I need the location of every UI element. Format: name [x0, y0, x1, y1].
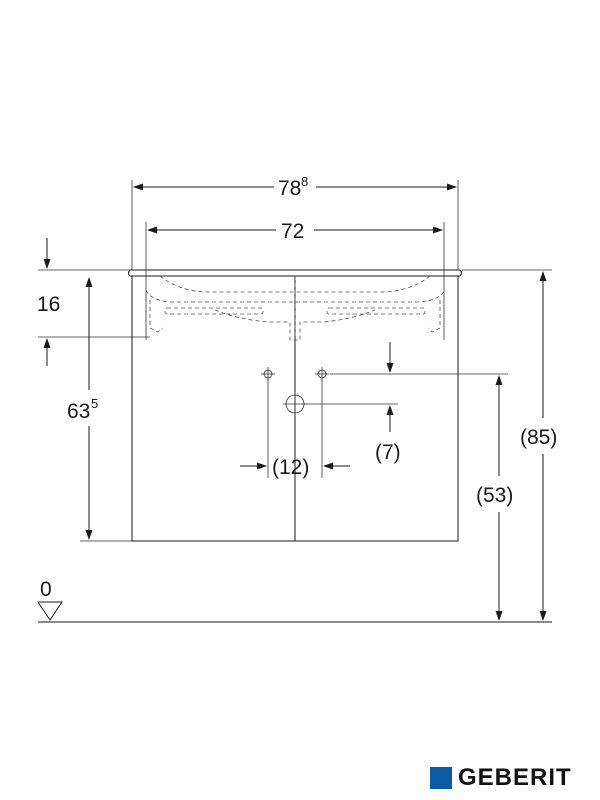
geberit-logo-text: GEBERIT [458, 764, 572, 791]
total-height-label: (85) [520, 426, 557, 449]
overall-width-sup: 8 [301, 174, 308, 189]
geberit-logo: GEBERIT [430, 764, 572, 791]
pipe-center-right-icon [315, 367, 329, 381]
countertop [128, 269, 462, 277]
drain-offset-label: (7) [375, 441, 401, 464]
floor-level-label: 0 [40, 578, 52, 601]
floor-level-marker [37, 601, 63, 621]
basin-width-label: 72 [281, 220, 304, 243]
overall-width-label: 78 [278, 177, 301, 200]
cabinet-height-sup: 5 [91, 396, 98, 411]
drain-height-label: (53) [476, 484, 513, 507]
drain-circle-icon [283, 392, 307, 416]
geberit-logo-square-icon [430, 767, 452, 789]
top-thickness-label: 16 [37, 293, 60, 316]
cabinet-height-label: 63 [67, 400, 90, 423]
pipe-spacing-label: (12) [272, 456, 309, 479]
basin-outline [145, 275, 446, 341]
pipe-center-left-icon [261, 367, 275, 381]
